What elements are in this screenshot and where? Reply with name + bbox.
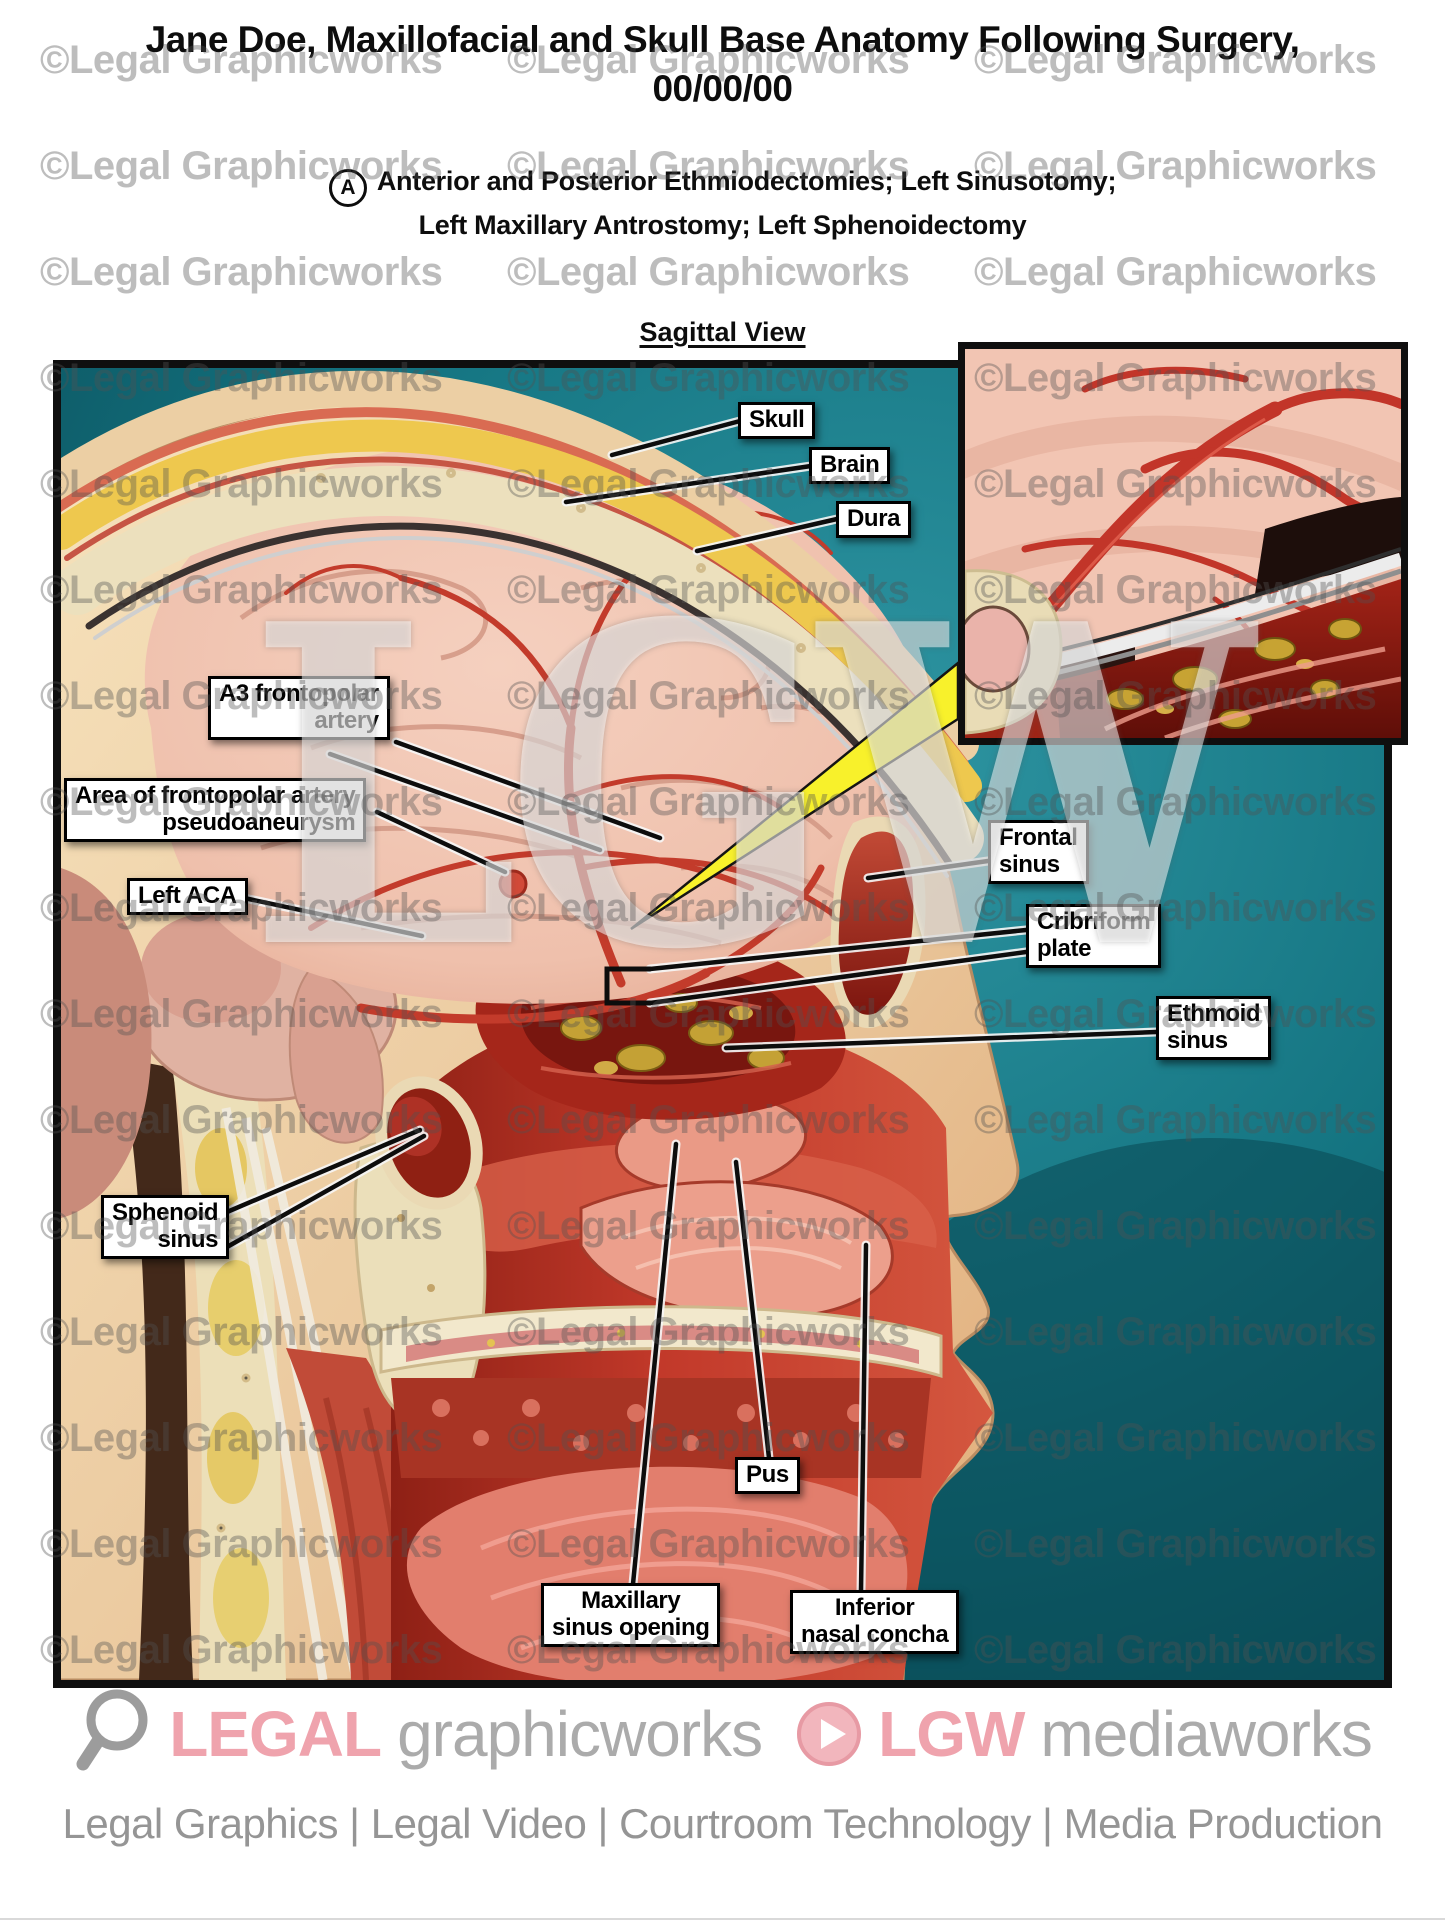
label-frontal-sinus-line1: Frontal <box>999 824 1078 851</box>
copyright-watermark: ©Legal Graphicworks <box>974 250 1377 294</box>
label-a3-frontopolar-artery: A3 frontopolar artery <box>208 676 390 741</box>
circled-a-marker: A <box>328 169 367 208</box>
label-concha-line1: Inferior <box>834 1594 915 1621</box>
label-a3-line1: A3 frontopolar <box>219 680 379 707</box>
label-left-aca: Left ACA <box>127 878 248 916</box>
label-cribriform-line2: plate <box>1037 935 1092 963</box>
procedure-line1: A Anterior and Posterior Ethmiodectomies;… <box>0 163 1445 208</box>
label-left-aca-text: Left ACA <box>138 882 237 909</box>
label-sphenoid-sinus: Sphenoid sinus <box>101 1195 230 1260</box>
title-line2: 00/00/00 <box>652 67 793 109</box>
label-maxillary-line2: sinus opening <box>552 1614 710 1642</box>
label-maxillary-line1: Maxillary <box>581 1587 681 1614</box>
page-bottom-rule <box>0 1918 1445 1920</box>
inset-inflamed-sinus <box>965 579 1401 738</box>
copyright-watermark: ©Legal Graphicworks <box>40 250 443 294</box>
label-ethmoid-line2: sinus <box>1167 1027 1228 1055</box>
label-inferior-nasal-concha: Inferior nasal concha <box>790 1590 960 1655</box>
brand-mediaworks: mediaworks <box>1040 1698 1372 1770</box>
label-skull-text: Skull <box>749 406 805 433</box>
label-ethmoid-sinus: Ethmoid sinus <box>1156 996 1272 1061</box>
inset-bone-corner <box>965 569 1063 738</box>
label-frontal-sinus-line2: sinus <box>999 851 1060 879</box>
label-cribriform-plate: Cribriform plate <box>1026 904 1162 969</box>
label-sphenoid-line1: Sphenoid <box>112 1199 219 1226</box>
brand-legal: LEGAL <box>169 1698 382 1770</box>
label-a3-line2: artery <box>314 707 379 735</box>
label-pseudoaneurysm-line2: pseudoaneurysm <box>162 809 356 837</box>
view-label: Sagittal View <box>639 317 806 347</box>
label-pus-text: Pus <box>746 1461 789 1488</box>
label-brain: Brain <box>809 447 891 485</box>
procedure-heading: A Anterior and Posterior Ethmiodectomies;… <box>0 163 1445 244</box>
magnifier-icon <box>76 1689 148 1771</box>
brand-graphicworks: graphicworks <box>397 1698 763 1770</box>
label-pseudoaneurysm-line1: Area of frontopolar artery <box>75 782 356 809</box>
label-frontopolar-pseudoaneurysm: Area of frontopolar artery pseudoaneurys… <box>64 778 367 843</box>
label-frontal-sinus: Frontal sinus <box>988 820 1089 885</box>
label-cribriform-line1: Cribriform <box>1037 908 1151 935</box>
label-concha-line2: nasal concha <box>801 1621 949 1649</box>
procedure-line2: Left Maxillary Antrostomy; Left Sphenoid… <box>418 210 1027 241</box>
label-dura-text: Dura <box>847 505 901 532</box>
label-ethmoid-line1: Ethmoid <box>1167 1000 1261 1027</box>
label-pus: Pus <box>735 1457 800 1495</box>
label-maxillary-sinus-opening: Maxillary sinus opening <box>541 1583 721 1648</box>
title-line1: Jane Doe, Maxillofacial and Skull Base A… <box>145 19 1300 60</box>
label-skull: Skull <box>738 402 816 440</box>
copyright-watermark: ©Legal Graphicworks <box>507 250 910 294</box>
pseudoaneurysm-bulge <box>498 869 528 899</box>
procedure-line1-text: Anterior and Posterior Ethmiodectomies; … <box>376 166 1117 196</box>
magnified-inset-illustration <box>965 349 1401 738</box>
magnified-inset-frame <box>958 342 1408 745</box>
label-brain-text: Brain <box>820 451 880 478</box>
label-sphenoid-line2: sinus <box>157 1226 219 1254</box>
label-dura: Dura <box>836 501 912 539</box>
page-title: Jane Doe, Maxillofacial and Skull Base A… <box>0 16 1445 114</box>
footer-brand-row: LEGAL graphicworks LGW mediaworks <box>0 1686 1445 1782</box>
play-icon <box>797 1702 862 1766</box>
brand-lgw: LGW <box>878 1698 1025 1770</box>
footer-tagline: Legal Graphics | Legal Video | Courtroom… <box>62 1800 1383 1847</box>
